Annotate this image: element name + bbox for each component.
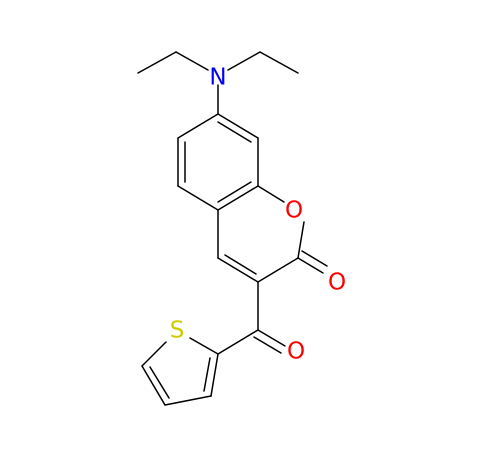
nitrogen-atom-label: N (209, 65, 226, 91)
sulfur-atom-label: S (170, 318, 185, 344)
ketone-oxygen-atom-label: O (287, 339, 305, 365)
ethyl-group-right (227, 51, 299, 74)
ring-oxygen-atom-label: O (285, 198, 303, 224)
lactone-carbonyl-bond (297, 250, 328, 274)
lactone-oxygen-atom-label: O (328, 270, 346, 296)
ketone-linkage (217, 281, 286, 355)
thiophene-ring (141, 337, 219, 406)
pyranone-ring (217, 185, 305, 283)
benzene-ring (177, 113, 259, 211)
ethyl-group-left (137, 51, 209, 74)
